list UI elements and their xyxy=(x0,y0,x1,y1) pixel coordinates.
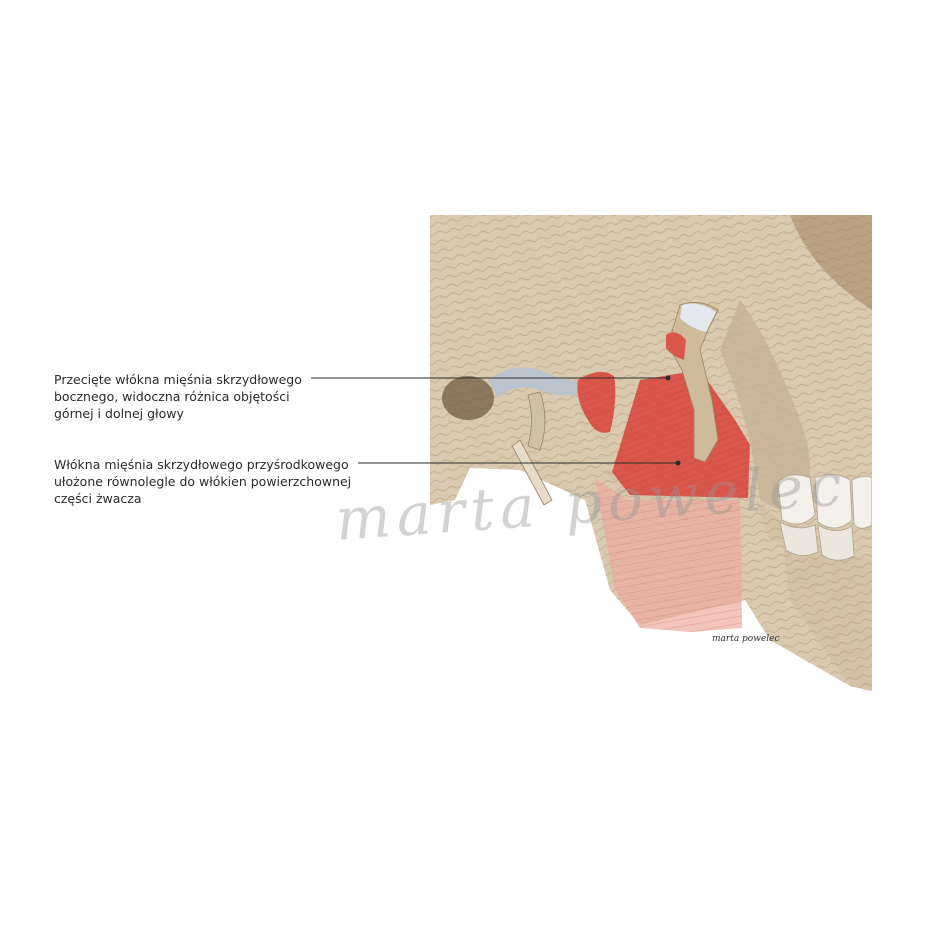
mandible xyxy=(600,470,872,691)
masseter-superficial-muscle xyxy=(595,478,742,632)
label-lateral-pterygoid: Przecięte włókna mięśnia skrzydłowego bo… xyxy=(54,372,302,421)
pterygoid-process xyxy=(666,302,719,463)
artist-signature: marta powelec xyxy=(712,634,780,644)
lateral-pterygoid-muscle xyxy=(577,371,616,433)
medial-pterygoid-muscle xyxy=(612,370,750,498)
teeth xyxy=(777,474,872,561)
label-medial-pterygoid: Włókna mięśnia skrzydłowego przyśrodkowe… xyxy=(54,457,352,506)
leader-lines xyxy=(311,377,678,464)
